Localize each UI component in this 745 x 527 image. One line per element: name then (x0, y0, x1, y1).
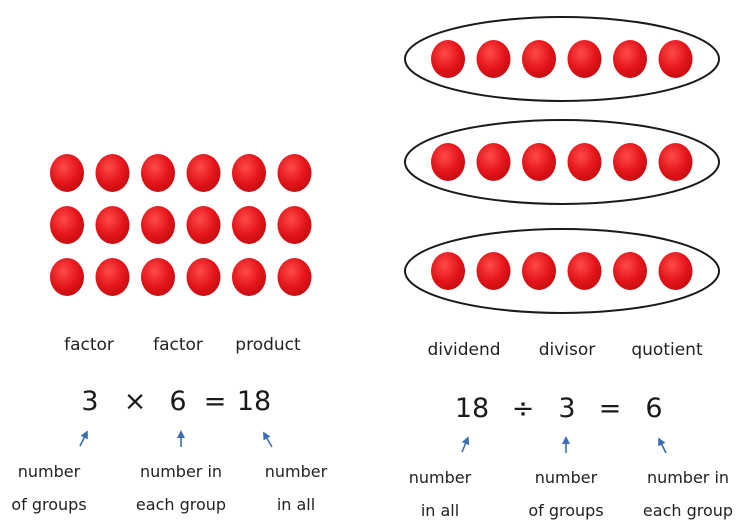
mult-eq-operator: × (123, 386, 147, 417)
div-desc-groups-line1: number (534, 468, 598, 487)
multiplication-array (50, 154, 312, 296)
array-dot (50, 258, 84, 296)
mult-eq-factor-b: 6 (169, 386, 187, 417)
group-dot (613, 143, 647, 181)
mult-desc-each-line1: number in (139, 462, 223, 481)
array-dot (232, 206, 266, 244)
div-eq-dividend: 18 (454, 393, 490, 424)
divisor-label: divisor (538, 340, 596, 360)
array-dot (95, 258, 130, 296)
div-eq-operator: ÷ (511, 393, 535, 424)
group-dot (567, 252, 602, 290)
array-dot (141, 154, 175, 192)
array-dot (186, 258, 221, 296)
div-desc-all-line2: in all (420, 501, 460, 520)
group-dot (658, 252, 693, 290)
group-ring (404, 16, 720, 102)
product-label: product (235, 335, 301, 355)
mult-desc-groups-line1: number (17, 462, 81, 481)
division-groups (404, 16, 720, 314)
array-dot (277, 206, 312, 244)
group-dot (567, 143, 602, 181)
array-dot (50, 206, 84, 244)
group-dot (522, 143, 556, 181)
group-dot (476, 143, 511, 181)
group-dot (431, 143, 465, 181)
array-dot (141, 258, 175, 296)
div-eq-equals: = (598, 393, 622, 424)
div-eq-quotient: 6 (645, 393, 663, 424)
mult-eq-product: 18 (236, 386, 272, 417)
mult-eq-equals: = (203, 386, 227, 417)
group-dot (658, 40, 693, 78)
group-dot (613, 40, 647, 78)
div-desc-all-line1: number (408, 468, 472, 487)
factor-label-2: factor (153, 335, 203, 355)
group-dot (476, 40, 511, 78)
factor-label-1: factor (64, 335, 114, 355)
arrow-mult-groups (79, 430, 88, 447)
group-dot (522, 252, 556, 290)
div-desc-each-line1: number in (646, 468, 730, 487)
mult-desc-groups-line2: of groups (11, 495, 87, 514)
array-dot (186, 206, 221, 244)
array-dot (95, 206, 130, 244)
array-dot (232, 154, 266, 192)
quotient-label: quotient (631, 340, 703, 360)
group-dot (476, 252, 511, 290)
group-dot (658, 143, 693, 181)
array-dot (277, 258, 312, 296)
group-dot (613, 252, 647, 290)
arrow-mult-all (262, 431, 273, 448)
array-dot (141, 206, 175, 244)
group-dot (431, 252, 465, 290)
group-dot (431, 40, 465, 78)
div-eq-divisor: 3 (558, 393, 576, 424)
group-ring (404, 228, 720, 314)
mult-desc-all-line2: in all (276, 495, 316, 514)
mult-desc-each-line2: each group (135, 495, 227, 514)
group-dot (522, 40, 556, 78)
mult-desc-all-line1: number (264, 462, 328, 481)
array-dot (232, 258, 266, 296)
array-dot (95, 154, 130, 192)
arrow-div-each (658, 437, 667, 454)
array-dot (277, 154, 312, 192)
arrow-div-all (461, 436, 470, 453)
mult-eq-factor-a: 3 (81, 386, 99, 417)
group-ring (404, 119, 720, 205)
pointer-arrows (79, 430, 667, 454)
group-dot (567, 40, 602, 78)
array-dot (50, 154, 84, 192)
dividend-label: dividend (427, 340, 501, 360)
div-desc-each-line2: each group (642, 501, 734, 520)
array-dot (186, 154, 221, 192)
div-desc-groups-line2: of groups (528, 501, 604, 520)
